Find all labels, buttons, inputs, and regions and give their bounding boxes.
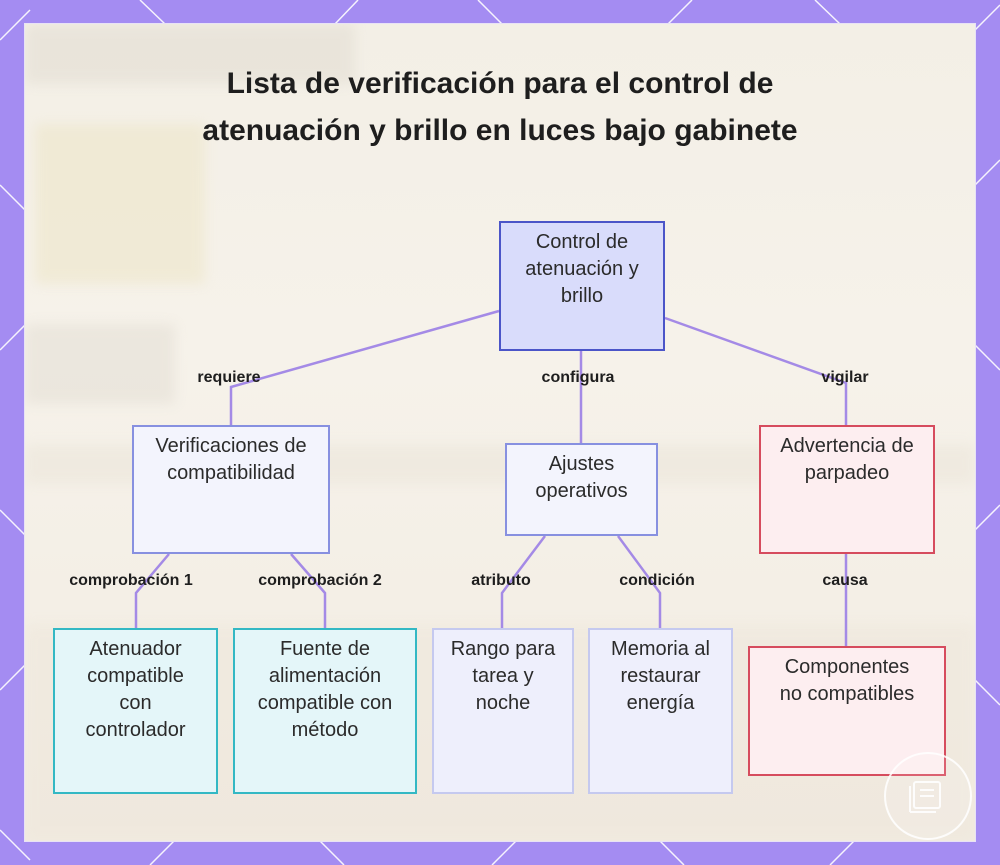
edge-label-condition: condición [619, 572, 695, 590]
edge-label-watch: vigilar [821, 369, 868, 387]
edge-label-check1: comprobación 1 [69, 572, 193, 590]
node-task-night-range: Rango para tarea y noche [432, 628, 574, 794]
node-operating-settings: Ajustes operativos [505, 443, 658, 536]
edge-label-attribute: atributo [471, 572, 531, 590]
edge-label-requires: requiere [197, 369, 260, 387]
node-power-restore-memory: Memoria al restaurar energía [588, 628, 733, 794]
node-power-supply-compatible: Fuente de alimentación compatible con mé… [233, 628, 417, 794]
edge-check1 [136, 554, 169, 628]
edge-check2 [291, 554, 325, 628]
node-compatibility-checks: Verificaciones de compatibilidad [132, 425, 330, 554]
edge-watch [665, 318, 846, 425]
watermark-badge [884, 752, 972, 840]
edge-label-configures: configura [542, 369, 615, 387]
edge-label-check2: comprobación 2 [258, 572, 382, 590]
document-icon [906, 774, 950, 818]
node-root: Control de atenuación y brillo [499, 221, 665, 351]
node-flicker-warning: Advertencia de parpadeo [759, 425, 935, 554]
edge-label-cause: causa [822, 572, 867, 590]
edge-requires [231, 311, 499, 425]
node-dimmer-compatible: Atenuador compatible con controlador [53, 628, 218, 794]
